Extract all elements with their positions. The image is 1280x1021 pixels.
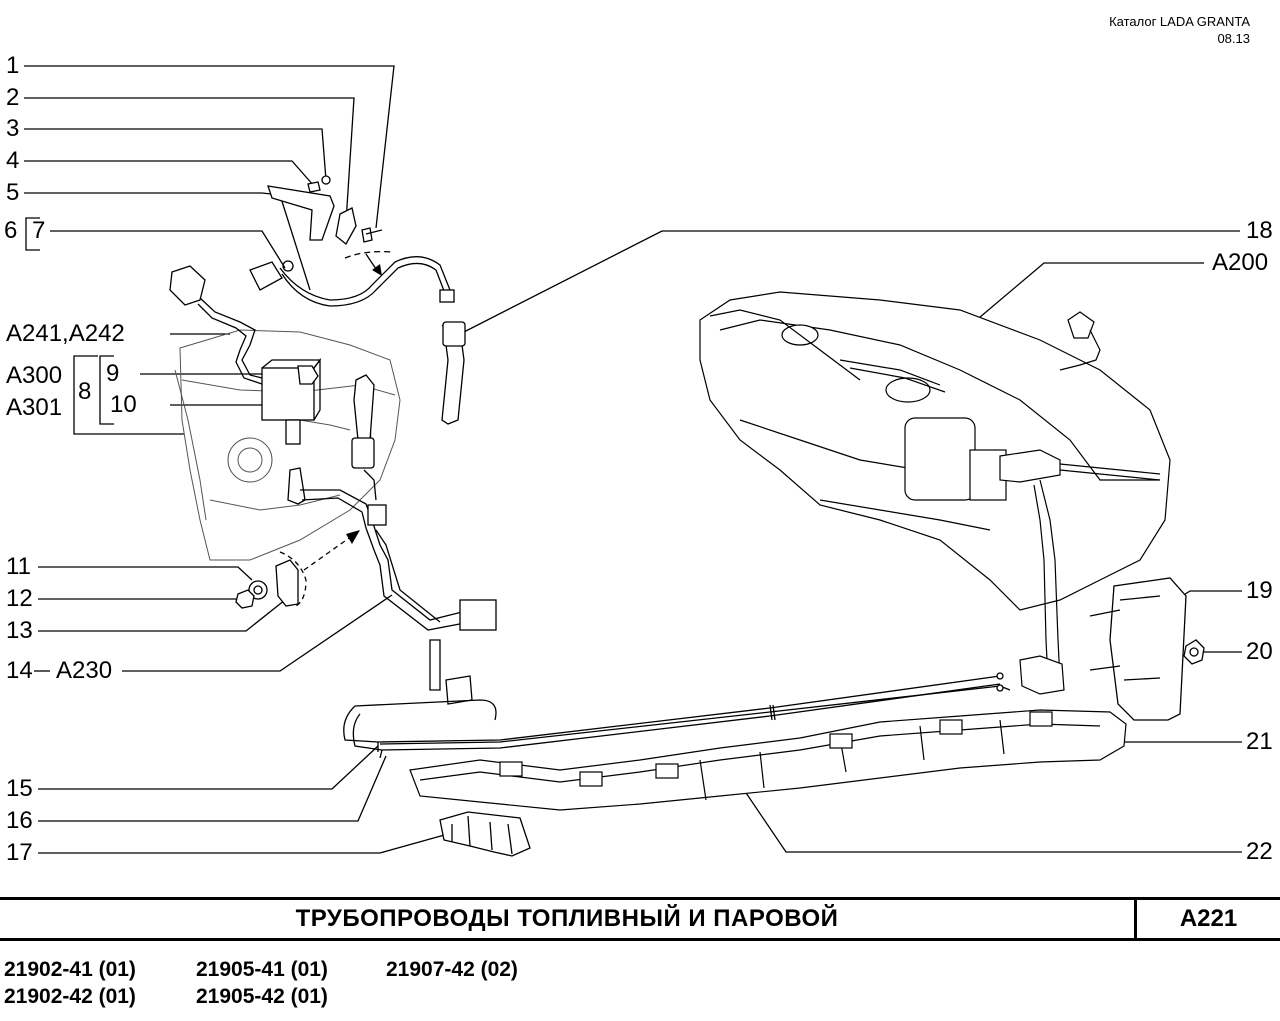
bracket-13 <box>275 559 299 607</box>
callout-9: 9 <box>106 360 120 387</box>
callout-13: 13 <box>6 617 33 644</box>
callout-2: 2 <box>6 84 20 111</box>
fuel-lines-long <box>343 672 1011 759</box>
callout-5: 5 <box>6 179 20 206</box>
model-code: 21905-42 (01) <box>196 985 328 1008</box>
callout-a300: A300 <box>6 362 63 389</box>
leader-3 <box>24 128 327 181</box>
hoses-upper <box>279 256 466 501</box>
callout-19: 19 <box>1246 577 1273 604</box>
leader-a200 <box>959 262 1204 335</box>
section-code: A221 <box>1179 905 1238 932</box>
connector-tank <box>1067 311 1095 339</box>
leader-15 <box>38 745 379 790</box>
lower-hose <box>353 374 375 441</box>
connector-a241 <box>169 265 206 306</box>
bracket-8 <box>73 355 184 435</box>
model-code: 21902-42 (01) <box>4 985 136 1008</box>
catalog-date: 08.13 <box>1217 31 1250 46</box>
nut-20 <box>1183 639 1205 665</box>
callout-8: 8 <box>78 378 92 405</box>
callout-21: 21 <box>1246 728 1273 755</box>
leader-lines <box>24 65 1242 854</box>
leader-2 <box>24 97 355 223</box>
bracket-5 <box>267 185 335 241</box>
callout-1: 1 <box>6 52 20 79</box>
vapor-tube <box>279 256 453 301</box>
page-title: ТРУБОПРОВОДЫ ТОПЛИВНЫЙ И ПАРОВОЙ <box>295 905 839 932</box>
callout-20: 20 <box>1246 638 1273 665</box>
callout-6: 6 <box>4 217 18 244</box>
clip-17 <box>439 811 531 857</box>
shield-19 <box>1089 577 1205 721</box>
model-code: 21902-41 (01) <box>4 958 136 981</box>
fasteners-left <box>235 559 299 609</box>
callout-14: 14 <box>6 657 33 684</box>
dashed-loop-left <box>279 551 307 607</box>
bracket-9-10 <box>99 355 114 425</box>
callout-3: 3 <box>6 115 20 142</box>
model-code: 21905-41 (01) <box>196 958 328 981</box>
leader-16 <box>38 755 387 822</box>
callout-a301: A301 <box>6 394 63 421</box>
bracket-assembly <box>267 175 393 276</box>
nut-12 <box>235 589 255 609</box>
bolt-3 <box>321 175 331 185</box>
leader-4 <box>24 160 315 187</box>
leader-1 <box>24 65 395 229</box>
pipe-channel <box>409 709 1127 811</box>
catalog-header: Каталог LADA GRANTA <box>1109 14 1250 29</box>
callout-12: 12 <box>6 585 33 612</box>
fitting-7 <box>249 261 283 291</box>
callout-11: 11 <box>6 553 31 580</box>
washer-11 <box>248 580 268 600</box>
leader-13 <box>38 595 291 632</box>
pipes-a230 <box>279 467 497 705</box>
callout-7: 7 <box>32 217 46 244</box>
callout-4: 4 <box>6 147 20 174</box>
fuel-tank <box>699 291 1171 695</box>
callout-15: 15 <box>6 775 33 802</box>
callout-a230: A230 <box>56 657 113 684</box>
leader-11 <box>38 566 253 581</box>
leader-a230 <box>122 594 393 672</box>
canister <box>169 260 322 445</box>
leader-17 <box>38 833 449 854</box>
bracket-6-7 <box>25 217 40 251</box>
canister-tank <box>904 417 976 501</box>
callout-a241: A241,A242 <box>6 320 125 347</box>
leader-18 <box>459 230 1240 335</box>
bolt-1 <box>361 227 383 243</box>
callout-22: 22 <box>1246 838 1273 865</box>
callout-16: 16 <box>6 807 33 834</box>
model-code: 21907-42 (02) <box>386 958 518 981</box>
connection-arc <box>344 250 393 259</box>
callout-10: 10 <box>110 391 137 418</box>
group-brackets <box>25 217 184 435</box>
title-divider <box>1134 900 1137 938</box>
dashed-arrow <box>303 535 353 571</box>
clamp-2 <box>335 207 357 245</box>
leader-7 <box>50 230 286 269</box>
title-block: ТРУБОПРОВОДЫ ТОПЛИВНЫЙ И ПАРОВОЙ A221 <box>0 897 1280 941</box>
leader-22 <box>739 783 1242 853</box>
callout-18: 18 <box>1246 217 1273 244</box>
callout-a200: A200 <box>1212 249 1269 276</box>
washer-4 <box>307 181 321 193</box>
callout-17: 17 <box>6 839 33 866</box>
